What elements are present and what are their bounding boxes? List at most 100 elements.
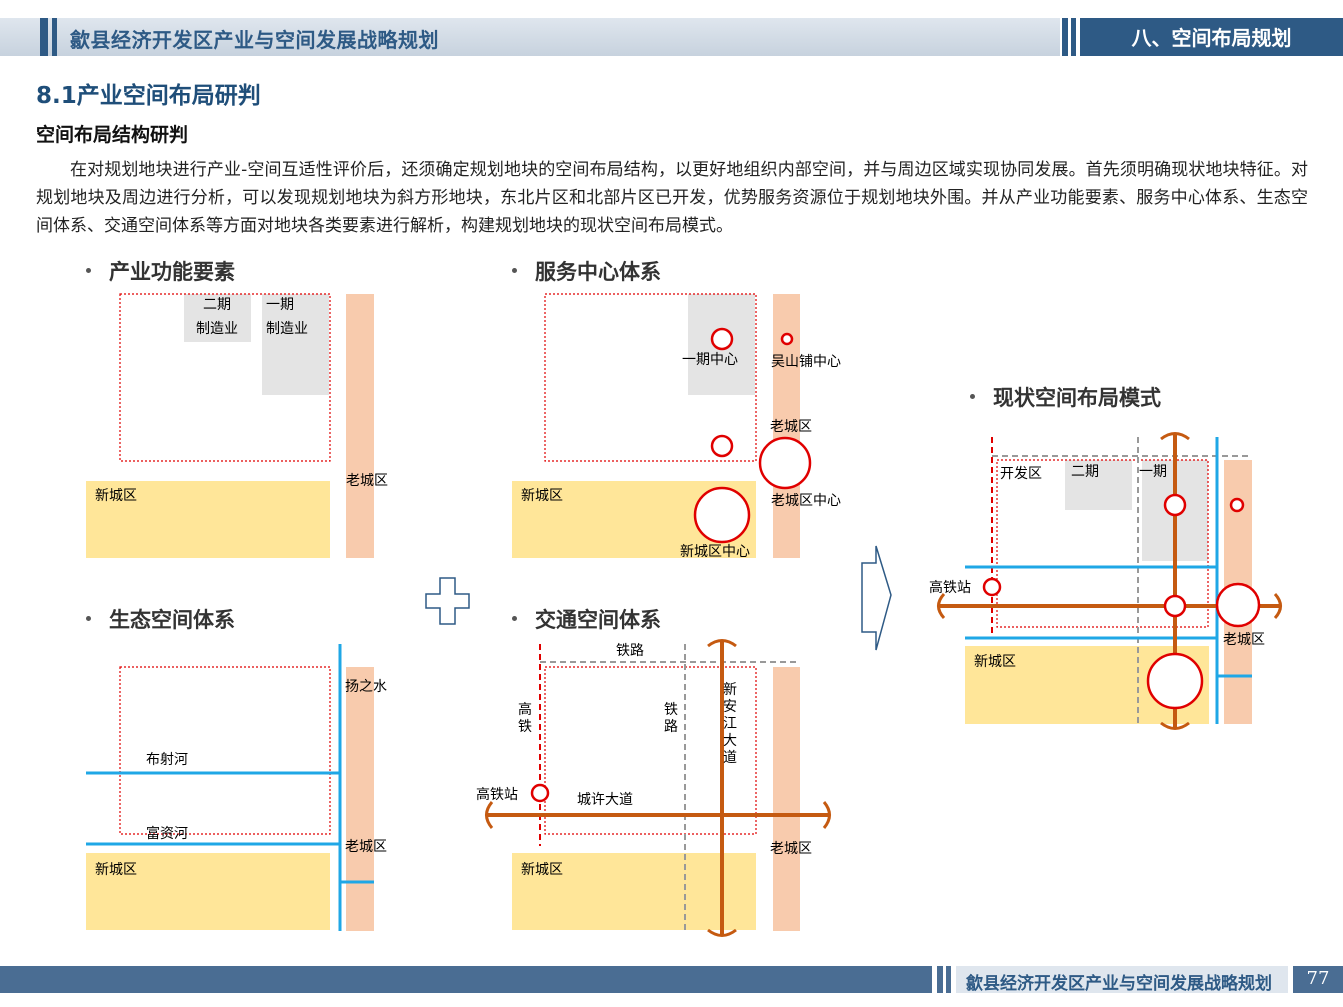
plan-boundary — [119, 293, 331, 462]
phase1-center-marker — [710, 327, 734, 351]
service-diagram: 一期中心 吴山铺中心 老城区 老城区中心 新城区 新城区中心 — [512, 293, 841, 560]
phase2-label: 二期 — [1071, 464, 1099, 480]
road-arrow-icon — [937, 592, 946, 620]
plan-boundary — [996, 459, 1209, 628]
current-layout-diagram: 开发区 二期 一期 高铁站 老城区 新城区 — [929, 432, 1282, 730]
subsection-heading: 空间布局结构研判 — [36, 124, 189, 146]
new-city-block — [86, 481, 330, 558]
road-arrow-icon — [707, 639, 737, 648]
yangzhishui-label: 扬之水 — [345, 679, 387, 695]
railway-label: 铁路 — [616, 643, 644, 659]
panel-title-text: 现状空间布局模式 — [993, 386, 1161, 410]
hsr-station-marker — [982, 577, 1002, 597]
hsr-station-marker — [530, 783, 550, 803]
bullet-icon — [86, 615, 91, 621]
new-city-center-marker — [1146, 652, 1204, 710]
industry-diagram: 二期 制造业 一期 制造业 老城区 新城区 — [86, 293, 388, 558]
bullet-icon — [970, 393, 975, 399]
road-arrow-icon — [822, 801, 831, 829]
panel-title-text: 交通空间体系 — [535, 608, 661, 632]
xinanjiang-avenue-label: 大 — [723, 733, 737, 749]
phase1-industry-label: 制造业 — [266, 321, 308, 337]
bullet-icon — [512, 267, 517, 273]
road-arrow-icon — [485, 801, 494, 829]
xinanjiang-avenue-label: 安 — [723, 699, 737, 715]
header-stripe — [1071, 18, 1076, 56]
panel-title-ecology: 生态空间体系 — [86, 604, 235, 634]
hsr-station-label: 高铁站 — [929, 579, 971, 596]
railway-vertical-label: 路 — [664, 719, 678, 735]
xinanjiang-avenue-label: 新 — [723, 682, 737, 698]
wushanpu-center-marker — [1229, 497, 1245, 513]
header-doc-title: 歙县经济开发区产业与空间发展战略规划 — [70, 28, 439, 52]
old-city-strip — [346, 667, 374, 931]
xinanjiang-avenue-label: 道 — [723, 750, 737, 766]
hsr-station-label: 高铁站 — [476, 786, 518, 803]
phase1-center-label: 一期中心 — [682, 352, 738, 368]
old-city-center-marker — [1215, 582, 1261, 628]
phase2-industry-label: 制造业 — [196, 321, 238, 337]
hsr-label: 高 — [518, 701, 532, 718]
new-city-label: 新城区 — [521, 862, 563, 878]
xinanjiang-avenue-label: 江 — [723, 716, 737, 732]
new-city-block — [512, 853, 756, 930]
phase1-label: 一期 — [266, 297, 294, 313]
plus-icon — [425, 577, 470, 625]
wushanpu-center-label: 吴山铺中心 — [771, 354, 841, 370]
panel-title-current: 现状空间布局模式 — [970, 382, 1161, 412]
phase1-label: 一期 — [1139, 464, 1167, 480]
road-arrow-icon — [707, 928, 737, 937]
footer-stripe — [937, 966, 943, 993]
new-city-label: 新城区 — [521, 488, 563, 504]
wushanpu-center-marker — [780, 332, 794, 346]
old-city-label: 老城区 — [346, 473, 388, 489]
footer-band — [0, 966, 932, 993]
old-city-label: 老城区 — [1223, 632, 1265, 648]
old-city-strip — [346, 294, 374, 558]
panel-title-text: 服务中心体系 — [535, 260, 661, 284]
panel-title-industry: 产业功能要素 — [86, 256, 235, 286]
road-arrow-icon — [1160, 721, 1190, 730]
panel-title-traffic: 交通空间体系 — [512, 604, 661, 634]
panel-title-text: 产业功能要素 — [109, 260, 235, 284]
old-city-label: 老城区 — [770, 419, 812, 435]
secondary-center-marker — [710, 434, 734, 458]
header-section-band — [1080, 18, 1343, 56]
phase2-block — [184, 294, 251, 342]
railway-vertical-label: 铁 — [664, 702, 678, 718]
new-city-block — [86, 853, 330, 930]
phase2-block — [1065, 460, 1132, 510]
section-heading: 8.1产业空间布局研判 — [36, 83, 261, 109]
plan-boundary — [544, 293, 757, 462]
footer-page-band — [1293, 966, 1343, 993]
road-arrow-icon — [1273, 592, 1282, 620]
arrow-right-icon — [861, 545, 892, 651]
chengxu-avenue-label: 城许大道 — [577, 792, 633, 808]
phase2-label: 二期 — [203, 297, 231, 313]
fuzi-river-label: 富资河 — [146, 825, 188, 842]
header-stripe — [40, 18, 48, 56]
header-stripe — [52, 18, 57, 56]
new-city-label: 新城区 — [95, 862, 137, 878]
header-band — [0, 18, 1060, 56]
bullet-icon — [86, 267, 91, 273]
old-city-strip — [773, 667, 800, 931]
phase1-center-marker — [1163, 493, 1187, 517]
panel-title-text: 生态空间体系 — [109, 608, 235, 632]
header-section-title: 八、空间布局规划 — [1131, 26, 1292, 50]
hsr-label: 铁 — [518, 719, 532, 735]
secondary-center-marker — [1163, 594, 1187, 618]
old-city-label: 老城区 — [345, 839, 387, 855]
old-city-center-label: 老城区中心 — [771, 493, 841, 509]
page-number: 77 — [1306, 968, 1330, 989]
footer-stripe — [946, 966, 951, 993]
phase1-block — [262, 294, 329, 395]
old-city-center-marker — [758, 436, 812, 490]
panel-title-service: 服务中心体系 — [512, 256, 661, 286]
ecology-diagram: 扬之水 布射河 富资河 老城区 新城区 — [86, 644, 387, 931]
road-arrow-icon — [1160, 432, 1190, 441]
intro-paragraph: 在对规划地块进行产业-空间互适性评价后，还须确定规划地块的空间布局结构，以更好地… — [36, 160, 1308, 236]
new-city-label: 新城区 — [974, 654, 1016, 670]
plan-boundary — [119, 666, 331, 835]
